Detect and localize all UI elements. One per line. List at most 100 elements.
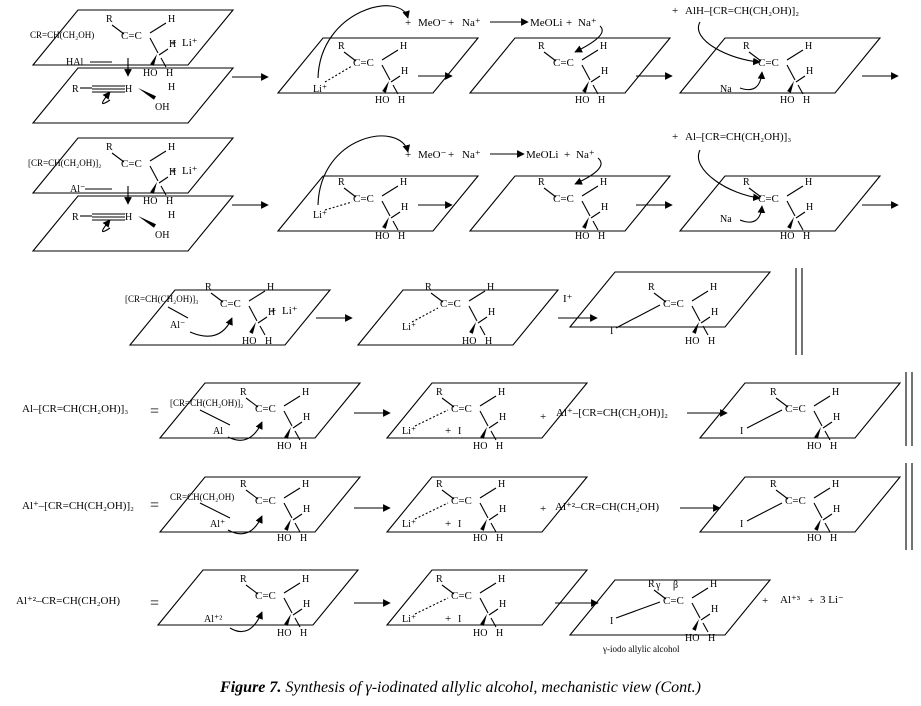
row2-p4-bond-h3 xyxy=(797,220,804,231)
row4-plane-3 xyxy=(698,382,902,439)
row2-p4-h1-label: H xyxy=(805,177,812,188)
row5-p3-alkene-label: C=C xyxy=(785,495,806,507)
row6-p2-h3-label: H xyxy=(496,628,503,639)
row5-p1-h1-label: H xyxy=(302,479,309,490)
row3-p2-alkene-label: C=C xyxy=(440,298,461,310)
row6-p1-h2-label: H xyxy=(303,599,310,610)
row4-p2-bond-h3 xyxy=(490,430,497,441)
row2-p3-bond-h3 xyxy=(592,220,599,231)
row3-p3-bond-h1 xyxy=(691,290,709,302)
row2-lower-r: R xyxy=(72,212,79,223)
row6-p1-h3-label: H xyxy=(300,628,307,639)
row4-ligand-label: [CR=CH(CH₂OH)]₂ xyxy=(170,398,243,408)
row1-plus-2: + xyxy=(405,17,411,29)
row1-upper-ho-label: HO xyxy=(143,68,157,79)
row2-li-label: Li⁺ xyxy=(182,165,198,177)
row3-p1-h2-label: H xyxy=(268,307,275,318)
row6-p1-bond-ch xyxy=(283,597,293,614)
row5-p1-bond-h3 xyxy=(294,522,301,533)
row4-p2-h2-label: H xyxy=(499,412,506,423)
row6-p2-li: Li⁺ xyxy=(402,614,416,625)
row1-plane-3 xyxy=(468,37,672,94)
row6-p3-h1-label: H xyxy=(710,579,717,590)
row2-p2-bond-h1 xyxy=(381,185,399,197)
row2-upper-bond-h1 xyxy=(149,150,167,162)
row6-plus-2: + xyxy=(808,595,814,607)
row1-p3-alkene-label: C=C xyxy=(553,57,574,69)
row5-p2-bond-h3 xyxy=(490,522,497,533)
row1-p3-h2-label: H xyxy=(601,66,608,77)
row1-p4-na-curve xyxy=(739,71,766,91)
row1-upper-alkene-label: C=C xyxy=(121,30,142,42)
row2-p2-r-label: R xyxy=(338,177,345,188)
row4-p3-h1-label: H xyxy=(832,387,839,398)
row5-p1-bond-ch xyxy=(283,502,293,519)
row4-p1-h3-label: H xyxy=(300,441,307,452)
row5-p1-ho-label: HO xyxy=(277,533,291,544)
row3-p1-bond-ch xyxy=(248,305,258,322)
row2-meo: MeO⁻ xyxy=(418,149,447,161)
row1-p3-wedge xyxy=(582,81,589,93)
row1-p2-wedge xyxy=(382,81,389,93)
row5-p3-bond-r xyxy=(775,489,789,500)
row2-upper-bond-r xyxy=(111,152,125,163)
row1-na-2: Na⁺ xyxy=(578,17,597,29)
row4-p2-alkene-label: C=C xyxy=(451,403,472,415)
row6-p1-bond-h2 xyxy=(292,608,303,616)
row4-al-curve xyxy=(227,421,263,441)
row6-al3: Al⁺³ xyxy=(780,594,801,606)
row6-p3-bond-r xyxy=(653,589,667,600)
row2-lower-h: H xyxy=(168,210,175,221)
row3-plane-3 xyxy=(568,271,772,328)
row6-al-curve xyxy=(229,611,263,633)
row2-p2-bond-ch xyxy=(381,200,391,217)
row6-p2-plus: + xyxy=(445,613,451,625)
row2-p3-bond-h1 xyxy=(581,185,599,197)
row6-p3-bond-ch xyxy=(691,602,701,619)
row3-p2-h3-label: H xyxy=(485,336,492,347)
row5-p2-ho-label: HO xyxy=(473,533,487,544)
row1-p2-li: Li⁺ xyxy=(313,84,327,95)
row2-p2-bond-r xyxy=(343,187,357,198)
row1-p4-bond-ch xyxy=(786,64,796,81)
row3-p2-li-bond xyxy=(411,307,439,323)
row2-plus-5: + xyxy=(672,131,678,143)
row1-p4-r-label: R xyxy=(743,41,750,52)
row6-p2-h1-label: H xyxy=(498,574,505,585)
row2-p3-r-label: R xyxy=(538,177,545,188)
row2-meoli: MeOLi xyxy=(526,149,558,161)
row4-p3-bond-h2 xyxy=(822,421,833,429)
row6-beta: β xyxy=(673,580,678,591)
row2-na-curve xyxy=(574,157,602,185)
row1-p4-bond-h1 xyxy=(786,49,804,61)
row3-p2-h2-label: H xyxy=(488,307,495,318)
row4-p2-i: I xyxy=(458,426,461,437)
row1-p4-bond-h3 xyxy=(797,84,804,95)
row3-plane-2 xyxy=(356,289,560,346)
row2-al-label: Al⁻ xyxy=(70,184,85,195)
row2-p3-wedge xyxy=(582,217,589,229)
row2-plane-4 xyxy=(678,175,882,232)
row4-p2-li: Li⁺ xyxy=(402,426,416,437)
row6-plane-1 xyxy=(156,569,360,626)
row1-na: Na⁺ xyxy=(462,17,481,29)
row6-p3-bond-h1 xyxy=(691,587,709,599)
row1-p3-bond-r xyxy=(543,51,557,62)
row2-p3-h1-label: H xyxy=(600,177,607,188)
row1-lower-plane xyxy=(31,67,235,124)
row1-p2-h3-label: H xyxy=(398,95,405,106)
row4-al-trimer: Al–[CR=CH(CH₂OH)]₃ xyxy=(22,403,128,415)
row3-p1-ho-label: HO xyxy=(242,336,256,347)
row4-p3-bond-ch xyxy=(813,410,823,427)
row1-p3-bond-h2 xyxy=(590,75,601,83)
row5-p3-bond-h3 xyxy=(824,522,831,533)
row6-plane-2 xyxy=(385,569,589,626)
row2-al-trimer: Al–[CR=CH(CH₂OH)]₃ xyxy=(685,131,791,143)
row2-p2-h3-label: H xyxy=(398,231,405,242)
row6-p2-h2-label: H xyxy=(499,599,506,610)
row2-plane-3 xyxy=(468,175,672,232)
row2-p2-bond-h2 xyxy=(390,211,401,219)
row2-p4-wedge xyxy=(787,217,794,229)
row4-p1-bond-h1 xyxy=(283,395,301,407)
row3-ligand-label: [CR=CH(CH₂OH)]₃ xyxy=(125,294,198,304)
